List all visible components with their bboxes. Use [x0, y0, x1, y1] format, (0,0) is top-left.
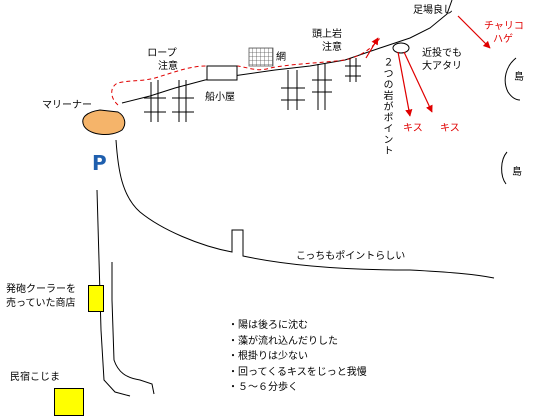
- road-right: [111, 262, 155, 395]
- note-item: ・根掛りは少ない: [228, 351, 308, 362]
- label-kinto-line1: 近投でも: [422, 48, 462, 59]
- label-kisu-right: キス: [440, 123, 460, 134]
- net-icon: [248, 47, 274, 67]
- boat-icon: [82, 109, 126, 135]
- label-zujouiwa-line1: 頭上岩: [312, 29, 342, 40]
- label-chariko-hage: チャリコ ハゲ: [484, 20, 524, 46]
- rope-pilings: [144, 80, 194, 122]
- label-kinto-line2: 大アタリ: [422, 61, 462, 72]
- note-item: ・陽は後ろに沈む: [228, 320, 308, 331]
- label-rope-line2: 注意: [158, 61, 178, 72]
- walking-path: [111, 37, 381, 106]
- cooler-shop-building: [88, 285, 104, 312]
- label-island-mid: 島: [512, 167, 522, 178]
- label-zujouiwa: 頭上岩 注意: [312, 28, 342, 54]
- label-chariko: チャリコ: [484, 21, 524, 32]
- label-zujouiwa-line2: 注意: [322, 42, 342, 53]
- lower-coast: [115, 139, 495, 279]
- label-hage: ハゲ: [492, 34, 513, 45]
- label-ami: 網: [276, 52, 286, 63]
- label-cooler-shop: 発砲クーラーを 売っていた商店: [6, 283, 76, 311]
- boat-shed-box: [206, 65, 238, 81]
- label-island-top: 島: [514, 72, 524, 83]
- parking-icon: P: [92, 151, 107, 175]
- label-minshuku: 民宿こじま: [10, 372, 60, 383]
- rock-pilings: [281, 58, 361, 110]
- road-left: [96, 189, 131, 397]
- label-rope: ロープ 注意: [146, 47, 178, 73]
- coastline: [121, 0, 453, 104]
- label-kotchi-point: こっちもポイントらしい: [296, 251, 406, 262]
- label-rope-line1: ロープ: [147, 48, 177, 59]
- label-cooler-shop-line2: 売っていた商店: [6, 298, 76, 309]
- minshuku-building: [54, 388, 84, 416]
- label-kinto: 近投でも 大アタリ: [422, 47, 462, 73]
- rock-icon: [392, 42, 410, 54]
- label-kisu-left: キス: [403, 123, 423, 134]
- label-footing: 足場良し: [413, 5, 453, 16]
- label-cooler-shop-line1: 発砲クーラーを: [6, 284, 76, 295]
- island-top-shore: [504, 57, 521, 101]
- note-item: ・藻が流れ込んだりした: [228, 335, 338, 347]
- note-item: ・回ってくるキスをじっと我慢: [228, 366, 367, 378]
- label-marina: マリーナー: [42, 100, 92, 111]
- note-item: ・５～６分歩く: [228, 382, 298, 393]
- label-funagoya: 船小屋: [205, 92, 235, 103]
- notes-list: ・陽は後ろに沈む ・藻が流れ込んだりした ・根掛りは少ない ・回ってくるキスをじ…: [228, 318, 367, 396]
- island-mid-shore: [501, 151, 508, 185]
- label-two-rocks-point: ２つの岩がポイント: [381, 57, 392, 156]
- arrow-icon: [365, 15, 491, 117]
